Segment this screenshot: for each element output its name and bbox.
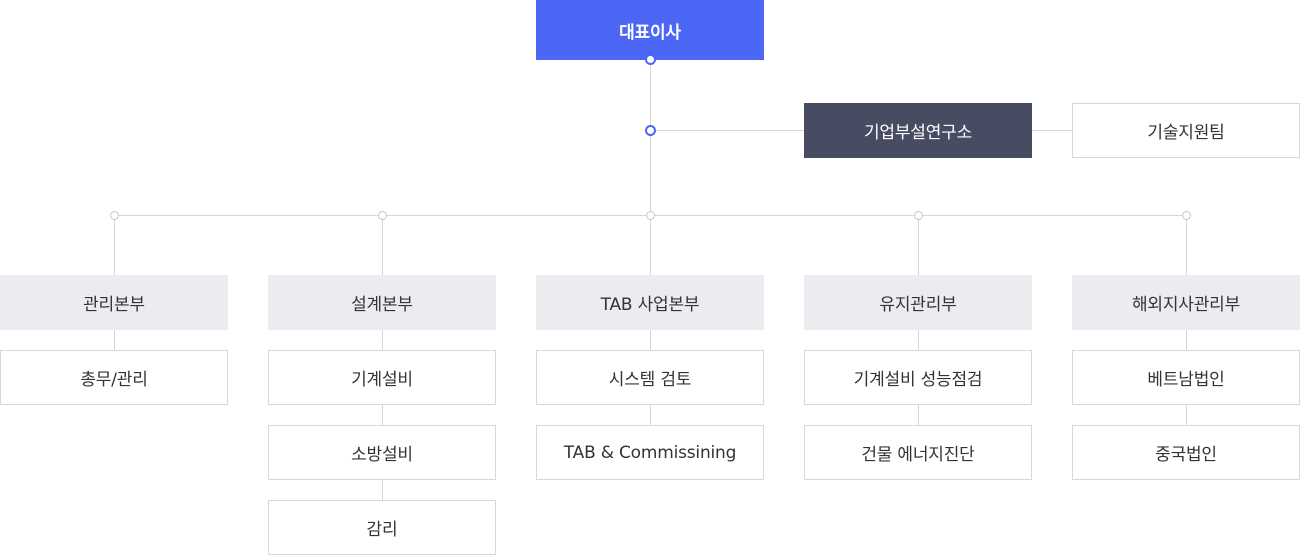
team-box: 기계설비 bbox=[268, 350, 496, 405]
department-label: TAB 사업본부 bbox=[600, 295, 700, 315]
team-label: 베트남법인 bbox=[1147, 370, 1225, 390]
lab-junction-dot bbox=[645, 125, 656, 136]
team-label: 감리 bbox=[366, 520, 398, 540]
dept-drop-line bbox=[650, 215, 651, 275]
team-connector-line bbox=[382, 480, 383, 500]
ceo-box: 대표이사 bbox=[536, 0, 764, 60]
team-label: 건물 에너지진단 bbox=[861, 445, 975, 465]
department-label: 해외지사관리부 bbox=[1131, 295, 1241, 315]
team-connector-line bbox=[1186, 405, 1187, 425]
lab-branch-line bbox=[650, 130, 804, 131]
bus-node-dot bbox=[378, 211, 387, 220]
team-box: TAB & Commissining bbox=[536, 425, 764, 480]
team-box: 시스템 검토 bbox=[536, 350, 764, 405]
team-box: 베트남법인 bbox=[1072, 350, 1300, 405]
department-label: 관리본부 bbox=[83, 295, 145, 315]
bus-node-dot bbox=[914, 211, 923, 220]
tech-support-box: 기술지원팀 bbox=[1072, 103, 1300, 158]
tech-support-label: 기술지원팀 bbox=[1147, 123, 1225, 143]
bus-node-dot bbox=[646, 211, 655, 220]
team-box: 감리 bbox=[268, 500, 496, 555]
department-box: TAB 사업본부 bbox=[536, 275, 764, 330]
department-box: 유지관리부 bbox=[804, 275, 1032, 330]
lab-to-support-line bbox=[1032, 130, 1072, 131]
trunk-line bbox=[650, 60, 651, 216]
ceo-label: 대표이사 bbox=[619, 22, 681, 43]
department-box: 관리본부 bbox=[0, 275, 228, 330]
bus-node-dot bbox=[1182, 211, 1191, 220]
dept-drop-line bbox=[382, 215, 383, 275]
team-label: 기계설비 성능점검 bbox=[853, 370, 983, 390]
ceo-node-dot bbox=[645, 54, 656, 65]
team-label: 총무/관리 bbox=[80, 370, 148, 390]
department-label: 설계본부 bbox=[351, 295, 413, 315]
team-connector-line bbox=[114, 330, 115, 350]
dept-drop-line bbox=[918, 215, 919, 275]
team-connector-line bbox=[382, 405, 383, 425]
dept-drop-line bbox=[114, 215, 115, 275]
team-connector-line bbox=[1186, 330, 1187, 350]
team-box: 중국법인 bbox=[1072, 425, 1300, 480]
team-connector-line bbox=[650, 405, 651, 425]
team-label: 소방설비 bbox=[351, 445, 413, 465]
team-box: 건물 에너지진단 bbox=[804, 425, 1032, 480]
team-connector-line bbox=[918, 330, 919, 350]
department-box: 해외지사관리부 bbox=[1072, 275, 1300, 330]
team-label: 중국법인 bbox=[1155, 445, 1217, 465]
department-box: 설계본부 bbox=[268, 275, 496, 330]
team-label: 시스템 검토 bbox=[608, 370, 692, 390]
team-connector-line bbox=[650, 330, 651, 350]
team-label: TAB & Commissining bbox=[563, 442, 737, 463]
dept-drop-line bbox=[1186, 215, 1187, 275]
team-box: 기계설비 성능점검 bbox=[804, 350, 1032, 405]
team-connector-line bbox=[382, 330, 383, 350]
department-label: 유지관리부 bbox=[879, 295, 957, 315]
team-label: 기계설비 bbox=[351, 370, 413, 390]
bus-node-dot bbox=[110, 211, 119, 220]
research-lab-box: 기업부설연구소 bbox=[804, 103, 1032, 158]
team-box: 총무/관리 bbox=[0, 350, 228, 405]
research-lab-label: 기업부설연구소 bbox=[863, 123, 973, 143]
team-connector-line bbox=[918, 405, 919, 425]
team-box: 소방설비 bbox=[268, 425, 496, 480]
